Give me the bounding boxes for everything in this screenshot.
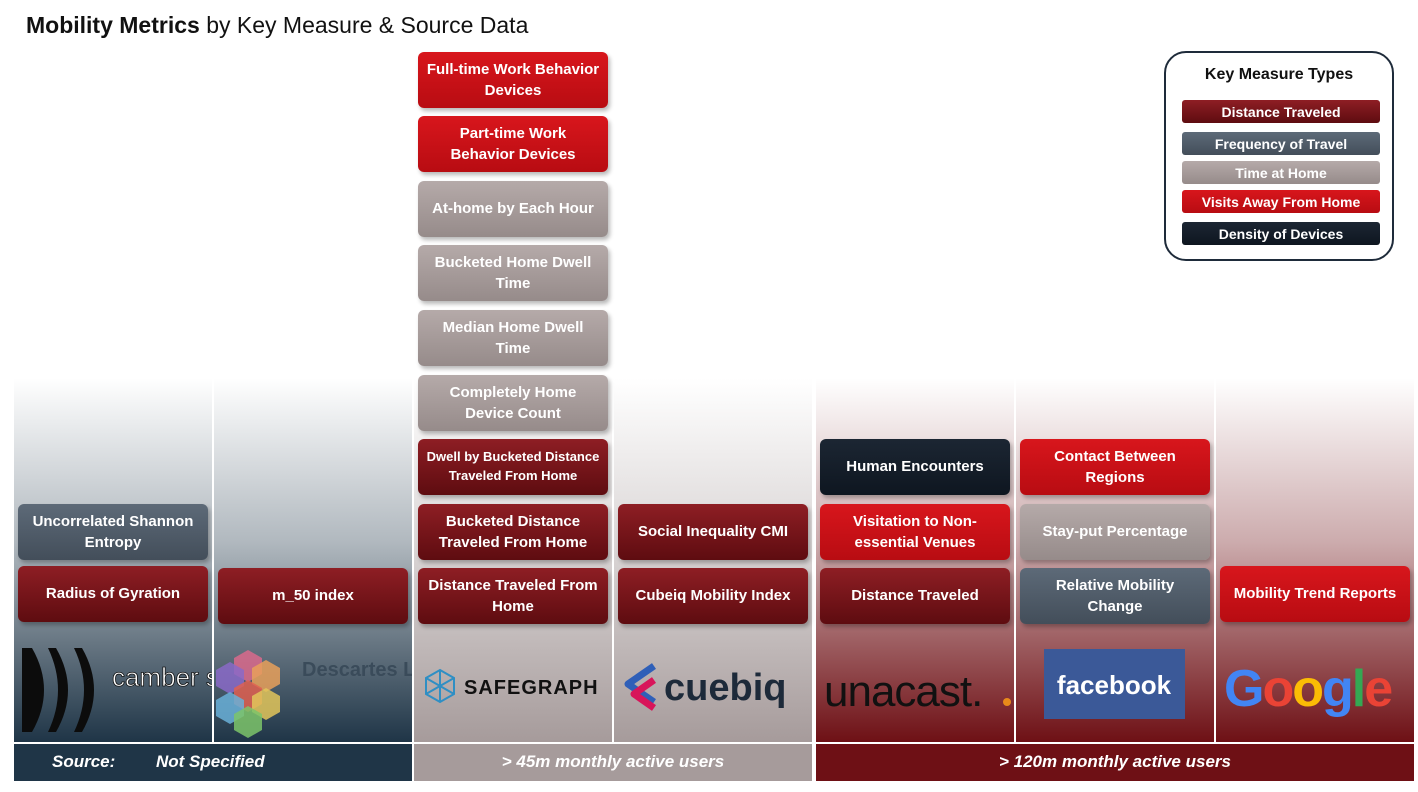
column-google: Mobility Trend Reports Google: [1216, 48, 1414, 742]
metric-bucketed-home-dwell-time[interactable]: Bucketed Home Dwell Time: [418, 245, 608, 301]
descartes-wordmark: Descartes Labs: [302, 659, 412, 681]
footer-not-specified-label: Not Specified: [156, 752, 265, 771]
column-background: [1216, 378, 1414, 742]
title-bold: Mobility Metrics: [26, 12, 200, 38]
facebook-wordmark: facebook: [1057, 670, 1172, 700]
legend-item-time-at-home: Time at Home: [1182, 161, 1380, 184]
safegraph-wordmark: SAFEGRAPH: [464, 677, 599, 699]
metric-uncorrelated-shannon-entropy[interactable]: Uncorrelated Shannon Entropy: [18, 504, 208, 560]
column-descartes-labs: m_50 index Descartes Labs: [214, 48, 450, 742]
key-measure-legend: Key Measure Types Distance Traveled Freq…: [1164, 51, 1394, 261]
descartes-logo: Descartes Labs: [214, 640, 450, 740]
cuebiq-wordmark: cuebiq: [664, 667, 786, 709]
google-logo: Google: [1216, 640, 1414, 740]
legend-item-visits-away-from-home: Visits Away From Home: [1182, 190, 1380, 213]
metric-contact-between-regions[interactable]: Contact Between Regions: [1020, 439, 1210, 495]
metric-bucketed-distance-traveled-from-home[interactable]: Bucketed Distance Traveled From Home: [418, 504, 608, 560]
metric-m50-index[interactable]: m_50 index: [218, 568, 408, 624]
column-facebook: Contact Between Regions Stay-put Percent…: [1016, 48, 1214, 742]
metric-stay-put-percentage[interactable]: Stay-put Percentage: [1020, 504, 1210, 560]
metric-full-time-work-behavior-devices[interactable]: Full-time Work Behavior Devices: [418, 52, 608, 108]
unacast-logo: unacast.: [816, 640, 1014, 740]
legend-item-frequency-of-travel: Frequency of Travel: [1182, 132, 1380, 155]
title-rest: by Key Measure & Source Data: [206, 12, 529, 38]
metric-cubeiq-mobility-index[interactable]: Cubeiq Mobility Index: [618, 568, 808, 624]
legend-title: Key Measure Types: [1204, 66, 1354, 83]
column-camber-systems: Uncorrelated Shannon Entropy Radius of G…: [14, 48, 302, 742]
metric-dwell-by-bucketed-distance[interactable]: Dwell by Bucketed Distance Traveled From…: [418, 439, 608, 495]
column-unacast: Human Encounters Visitation to Non-essen…: [816, 48, 1014, 742]
metric-median-home-dwell-time[interactable]: Median Home Dwell Time: [418, 310, 608, 366]
unacast-wordmark: unacast.: [824, 667, 982, 716]
metric-at-home-by-each-hour[interactable]: At-home by Each Hour: [418, 181, 608, 237]
camber-wordmark: camber systems: [112, 662, 212, 692]
column-background: [816, 378, 1014, 742]
metric-human-encounters[interactable]: Human Encounters: [820, 439, 1010, 495]
safegraph-logo: SAFEGRAPH: [414, 640, 612, 740]
metric-mobility-trend-reports[interactable]: Mobility Trend Reports: [1220, 566, 1410, 622]
metric-radius-of-gyration[interactable]: Radius of Gyration: [18, 566, 208, 622]
legend-item-density-of-devices: Density of Devices: [1182, 222, 1380, 245]
footer-source-label: Source:: [52, 752, 116, 771]
legend-item-distance-traveled: Distance Traveled: [1182, 100, 1380, 123]
metric-part-time-work-behavior-devices[interactable]: Part-time Work Behavior Devices: [418, 116, 608, 172]
cuebiq-logo: cuebiq: [614, 640, 812, 740]
metric-completely-home-device-count[interactable]: Completely Home Device Count: [418, 375, 608, 431]
page-title: Mobility Metrics by Key Measure & Source…: [26, 12, 528, 39]
footer-45m-users: > 45m monthly active users: [414, 744, 812, 781]
footer-not-specified: Source: Not Specified: [14, 744, 412, 781]
footer-45m-label: > 45m monthly active users: [501, 752, 725, 771]
column-cuebiq: Social Inequality CMI Cubeiq Mobility In…: [614, 48, 812, 742]
footer-120m-label: > 120m monthly active users: [999, 752, 1231, 771]
metric-distance-traveled-from-home[interactable]: Distance Traveled From Home: [418, 568, 608, 624]
metric-relative-mobility-change[interactable]: Relative Mobility Change: [1020, 568, 1210, 624]
footer-120m-users: > 120m monthly active users: [816, 744, 1414, 781]
column-background: [14, 378, 212, 742]
facebook-logo: facebook: [1016, 640, 1214, 740]
metric-social-inequality-cmi[interactable]: Social Inequality CMI: [618, 504, 808, 560]
metric-visitation-to-non-essential-venues[interactable]: Visitation to Non-essential Venues: [820, 504, 1010, 560]
camber-logo: camber systems: [14, 640, 302, 740]
column-safegraph: Full-time Work Behavior Devices Part-tim…: [414, 48, 612, 742]
metric-distance-traveled[interactable]: Distance Traveled: [820, 568, 1010, 624]
google-wordmark: Google: [1224, 660, 1392, 718]
